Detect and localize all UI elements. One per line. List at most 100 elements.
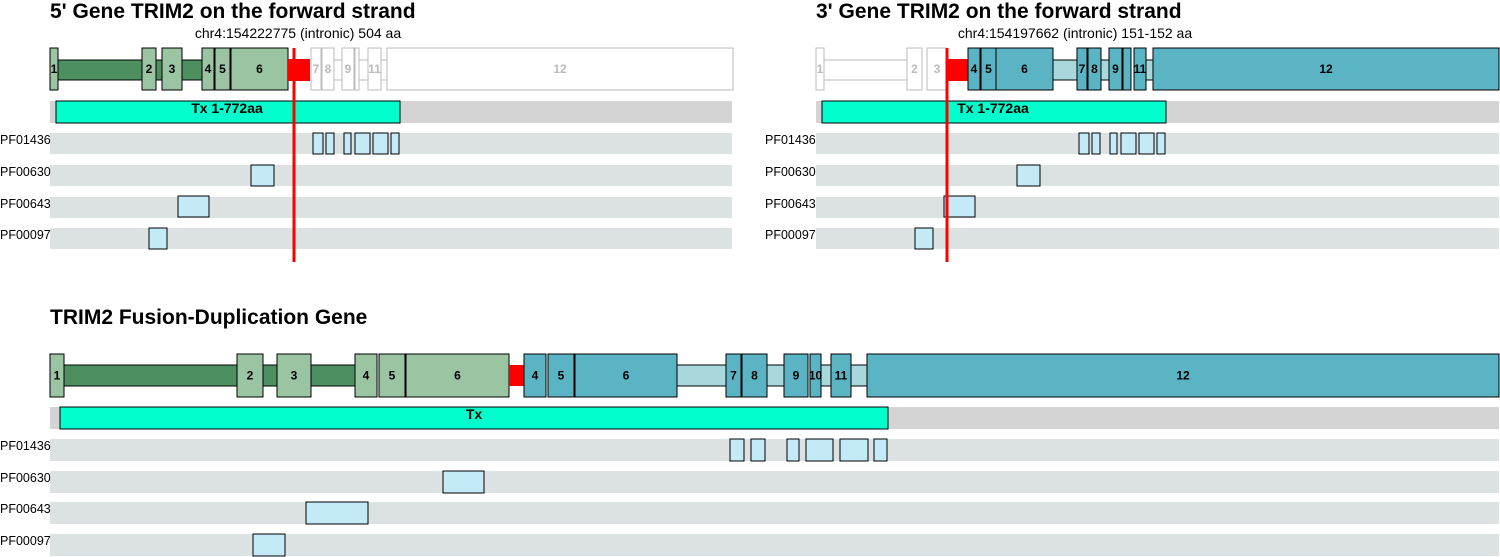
exon <box>547 353 575 398</box>
exon-label: 11 <box>1134 62 1147 76</box>
exon-label: 4 <box>532 369 539 383</box>
domain-box-pf00630 <box>250 164 275 187</box>
domain-box-pf01436 <box>312 132 324 155</box>
domain-box-pf01436 <box>1078 132 1090 155</box>
exon-label: 1 <box>54 369 61 383</box>
exon <box>866 353 1500 398</box>
domain-box-pf01436 <box>1109 132 1118 155</box>
domain-label-pf01436: PF01436 <box>765 133 816 147</box>
exon <box>741 353 768 398</box>
domain-box-pf00097 <box>252 533 286 557</box>
exon-label: 1 <box>51 62 58 76</box>
domain-box-pf01436 <box>1091 132 1101 155</box>
three-prime-subtitle: chr4:154197662 (intronic) 151-152 aa <box>958 25 1192 41</box>
five-prime-title: 5' Gene TRIM2 on the forward strand <box>50 0 416 23</box>
exon <box>161 47 183 91</box>
exon-label: 8 <box>325 62 332 76</box>
exon <box>341 47 355 91</box>
domain-label-pf00097: PF00097 <box>0 228 51 242</box>
exon <box>1122 47 1132 91</box>
exon-label: 6 <box>454 369 461 383</box>
domain-box-pf01436 <box>390 132 400 155</box>
domain-box-pf00097 <box>914 227 934 250</box>
intron <box>262 364 278 387</box>
exon <box>405 353 510 398</box>
domain-label-pf00097: PF00097 <box>0 534 51 548</box>
exon-label: 3 <box>291 369 298 383</box>
intron <box>676 364 727 387</box>
domain-box-pf01436 <box>750 438 766 462</box>
exon-label: 2 <box>911 62 918 76</box>
domain-track-pf00097 <box>50 534 1499 556</box>
domain-box-pf01436 <box>354 132 371 155</box>
tx-label: Tx <box>466 406 483 422</box>
exon <box>815 47 825 91</box>
domain-box-pf00097 <box>148 227 168 250</box>
domain-box-pf00643 <box>305 501 369 525</box>
domain-label-pf01436: PF01436 <box>0 133 51 147</box>
domain-box-pf01436 <box>343 132 352 155</box>
intron <box>822 59 908 81</box>
exon <box>830 353 852 398</box>
domain-track-pf01436 <box>50 439 1499 461</box>
exon <box>1108 47 1123 91</box>
tx-bar <box>55 100 401 124</box>
intron <box>63 364 238 387</box>
exon <box>523 353 547 398</box>
intron <box>766 364 785 387</box>
exon-label: 5 <box>985 62 992 76</box>
breakpoint-marker <box>509 365 524 386</box>
exon <box>141 47 157 91</box>
exon-label: 6 <box>1021 62 1028 76</box>
tx-label: Tx 1-772aa <box>957 100 1029 116</box>
exon <box>725 353 742 398</box>
exon <box>236 353 264 398</box>
exon-label: 6 <box>256 62 263 76</box>
intron <box>310 364 356 387</box>
domain-label-pf00643: PF00643 <box>765 197 816 211</box>
domain-track-pf00630 <box>50 471 1499 493</box>
exon <box>201 47 215 91</box>
exon <box>783 353 809 398</box>
domain-box-pf01436 <box>325 132 335 155</box>
domain-label-pf00630: PF00630 <box>0 471 51 485</box>
exon-label: 11 <box>368 62 381 76</box>
exon-label: 7 <box>730 369 737 383</box>
exon-label: 2 <box>247 369 254 383</box>
exon <box>1076 47 1088 91</box>
tx-label: Tx 1-772aa <box>191 100 263 116</box>
domain-box-pf01436 <box>1120 132 1137 155</box>
intron <box>820 364 832 387</box>
domain-label-pf00643: PF00643 <box>0 197 51 211</box>
exon <box>49 353 65 398</box>
exon-label: 6 <box>623 369 630 383</box>
domain-box-pf00643 <box>177 195 210 218</box>
domain-box-pf01436 <box>372 132 389 155</box>
exon <box>386 47 734 91</box>
exon <box>1152 47 1500 91</box>
breakpoint-marker <box>288 59 310 81</box>
exon-label: 5 <box>558 369 565 383</box>
domain-label-pf00630: PF00630 <box>765 165 816 179</box>
domain-track-pf00630 <box>816 165 1499 186</box>
domain-box-pf00630 <box>1016 164 1041 187</box>
domain-box-pf01436 <box>786 438 800 462</box>
domain-box-pf01436 <box>1156 132 1166 155</box>
tx-bar <box>821 100 1167 124</box>
intron <box>180 59 203 81</box>
fusion-title: TRIM2 Fusion-Duplication Gene <box>50 306 367 329</box>
domain-label-pf00643: PF00643 <box>0 502 51 516</box>
exon-label: 9 <box>793 369 800 383</box>
exon <box>1087 47 1102 91</box>
domain-label-pf00097: PF00097 <box>765 228 816 242</box>
three-prime-title: 3' Gene TRIM2 on the forward strand <box>816 0 1182 23</box>
exon <box>367 47 382 91</box>
exon <box>310 47 322 91</box>
exon-label: 12 <box>1319 62 1333 76</box>
domain-box-pf01436 <box>839 438 869 462</box>
domain-track-pf00643 <box>50 197 732 218</box>
exon <box>354 353 378 398</box>
exon-label: 2 <box>146 62 153 76</box>
